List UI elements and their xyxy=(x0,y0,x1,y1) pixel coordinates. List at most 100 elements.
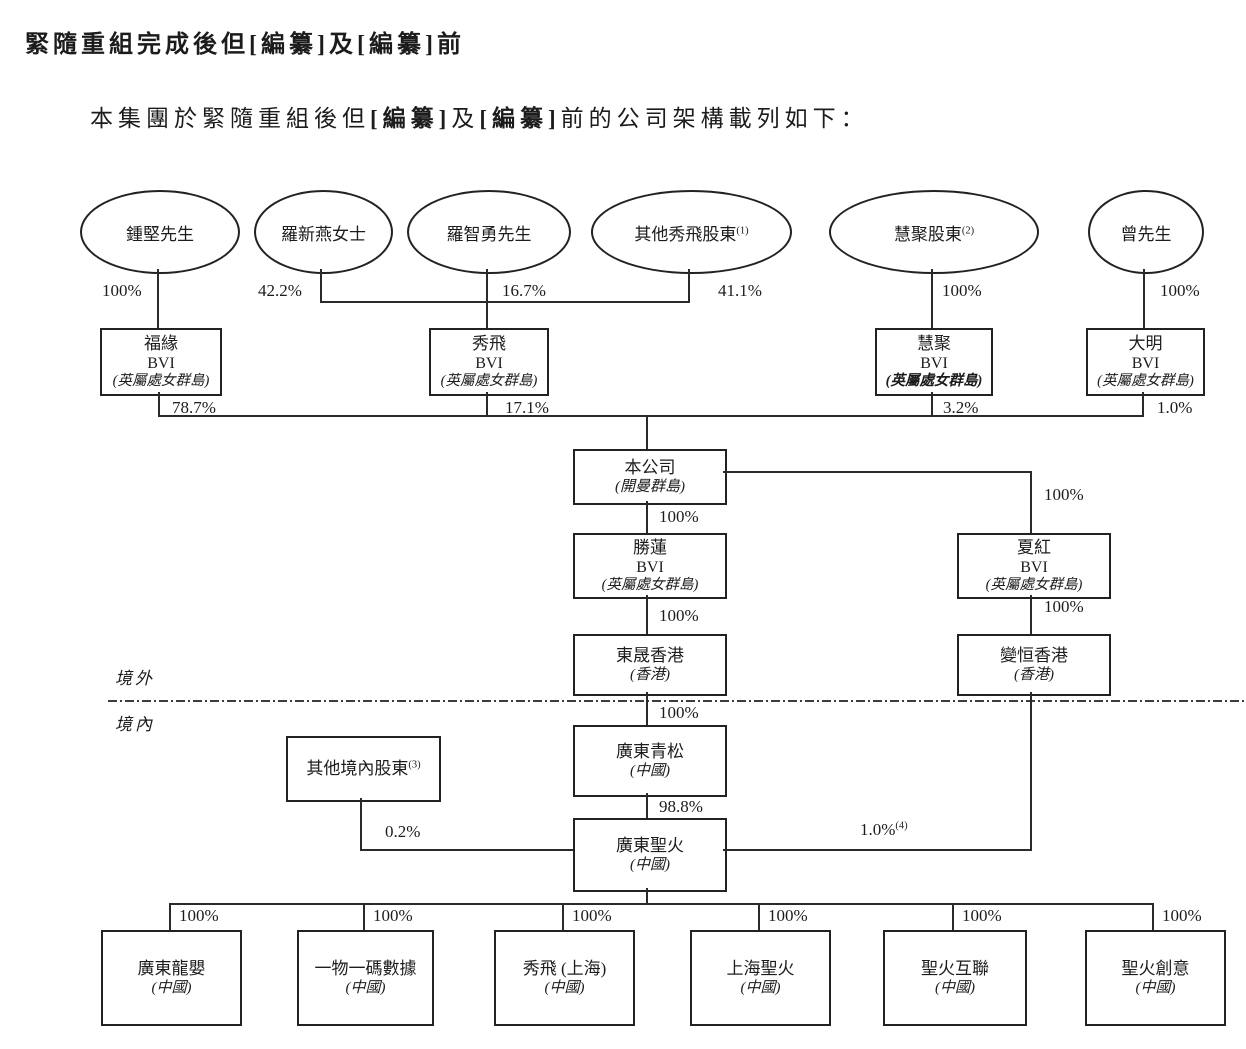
entity-location: (中國) xyxy=(740,980,781,997)
entity-box-xiufei-bvi: 秀飛 BVI (英屬處女群島) xyxy=(429,328,549,396)
connector-line xyxy=(1142,392,1144,417)
connector-line xyxy=(1030,471,1032,533)
connector-line xyxy=(158,392,160,417)
entity-location: (英屬處女群島) xyxy=(985,577,1083,594)
entity-name: 一物一碼數據 xyxy=(314,959,417,979)
connector-line xyxy=(1143,269,1145,328)
shareholder-name-text: 其他秀飛股東 xyxy=(634,224,737,244)
connector-line xyxy=(486,392,488,417)
entity-name: 大明 xyxy=(1128,333,1163,353)
entity-reg: BVI xyxy=(636,558,664,576)
connector-line xyxy=(758,903,760,930)
entity-location: (中國) xyxy=(1135,980,1176,997)
entity-reg: BVI xyxy=(1131,354,1160,372)
ownership-pct: 100% xyxy=(1162,906,1202,925)
connector-line xyxy=(1030,692,1032,851)
shareholder-ellipse-other-xiufei: 其他秀飛股東(1) xyxy=(591,190,792,274)
entity-name: 廣東青松 xyxy=(616,742,684,762)
subtitle-text: 前的公司架構載列如下： xyxy=(560,106,869,131)
entity-box-fuyuan: 福緣 BVI (英屬處女群島) xyxy=(100,328,222,396)
entity-box-daming-bvi: 大明 BVI (英屬處女群島) xyxy=(1086,328,1205,396)
ownership-pct: 41.1% xyxy=(718,281,762,300)
ownership-pct: 100% xyxy=(179,906,219,925)
entity-location: (香港) xyxy=(1014,667,1054,684)
shareholder-name: 羅智勇先生 xyxy=(446,224,532,244)
entity-box-qingsong: 廣東青松 (中國) xyxy=(573,725,727,797)
offshore-onshore-divider xyxy=(108,700,1246,702)
footnote-marker: (4) xyxy=(895,820,908,832)
entity-box-shenglian-bvi: 勝蓮 BVI (英屬處女群島) xyxy=(573,533,727,599)
entity-location: (英屬處女群島) xyxy=(440,373,538,390)
connector-line xyxy=(169,903,171,930)
ownership-pct: 42.2% xyxy=(258,281,302,300)
connector-line xyxy=(931,269,933,328)
entity-location: (中國) xyxy=(935,980,975,997)
entity-name: 上海聖火 xyxy=(726,959,795,979)
connector-line xyxy=(723,471,1032,473)
connector-line xyxy=(363,903,365,930)
subtitle-text: 及 xyxy=(451,106,480,131)
entity-name: 夏紅 xyxy=(1017,537,1051,557)
entity-location: (香港) xyxy=(630,667,670,684)
onshore-label: 境內 xyxy=(115,715,155,734)
connector-line xyxy=(952,903,954,930)
redaction-marker: [編纂] xyxy=(370,106,452,131)
ownership-pct: 0.2% xyxy=(385,822,421,841)
connector-line xyxy=(688,269,690,303)
shareholder-name: 慧聚股東(2) xyxy=(894,220,974,245)
entity-location: (中國) xyxy=(630,857,670,874)
entity-name: 聖火互聯 xyxy=(921,959,989,979)
ownership-pct: 100% xyxy=(1044,485,1084,504)
entity-box-dongsheng-hk: 東晟香港 (香港) xyxy=(573,634,727,696)
ownership-pct: 100% xyxy=(102,281,142,300)
connector-line xyxy=(320,301,690,303)
shareholder-ellipse-luoxinyan: 羅新燕女士 xyxy=(254,190,393,274)
connector-line xyxy=(646,501,648,533)
shareholder-name: 曾先生 xyxy=(1120,224,1172,244)
ownership-pct: 100% xyxy=(659,703,699,722)
entity-box-subsidiary-longying: 廣東龍嬰 (中國) xyxy=(101,930,242,1026)
entity-name: 東晟香港 xyxy=(616,646,684,666)
entity-name: 勝蓮 xyxy=(633,537,667,557)
entity-location: (中國) xyxy=(345,980,386,997)
page-subtitle: 本集團於緊隨重組後但[編纂]及[編纂]前的公司架構載列如下： xyxy=(90,99,869,133)
connector-line xyxy=(1152,903,1154,930)
connector-line xyxy=(157,269,159,328)
shareholder-ellipse-zhongjian: 鍾堅先生 xyxy=(80,190,240,274)
entity-box-huiju-bvi: 慧聚 BVI (英屬處女群島) xyxy=(875,328,993,396)
entity-box-other-domestic-shareholders: 其他境內股東(3) xyxy=(286,736,441,802)
connector-line xyxy=(1030,595,1032,634)
shareholder-name-text: 慧聚股東 xyxy=(893,224,962,244)
footnote-marker: (2) xyxy=(961,224,975,236)
entity-location: (英屬處女群島) xyxy=(885,373,983,390)
entity-reg: BVI xyxy=(1020,558,1048,576)
ownership-pct: 3.2% xyxy=(943,398,979,417)
entity-box-subsidiary-shanghai-shenghuo: 上海聖火 (中國) xyxy=(690,930,831,1026)
ownership-pct: 100% xyxy=(659,606,699,625)
entity-box-subsidiary-shenghuo-chuangyi: 聖火創意 (中國) xyxy=(1085,930,1226,1026)
entity-name: 其他境內股東(3) xyxy=(306,758,420,779)
entity-location: (中國) xyxy=(151,980,192,997)
connector-line xyxy=(320,269,322,303)
shareholder-ellipse-luozhiyong: 羅智勇先生 xyxy=(407,190,571,274)
shareholder-name: 其他秀飛股東(1) xyxy=(634,220,748,245)
shareholder-ellipse-huiju: 慧聚股東(2) xyxy=(829,190,1039,274)
entity-box-subsidiary-yiwuyima: 一物一碼數據 (中國) xyxy=(297,930,434,1026)
connector-line xyxy=(486,269,488,328)
ownership-pct: 1.0%(4) xyxy=(860,820,908,840)
entity-name: 廣東龍嬰 xyxy=(137,959,206,979)
entity-box-subsidiary-shenghuo-hulian: 聖火互聯 (中國) xyxy=(883,930,1027,1026)
entity-location: (英屬處女群島) xyxy=(601,577,699,594)
entity-name: 福緣 xyxy=(144,333,178,353)
redaction-marker: [編纂] xyxy=(479,106,561,131)
connector-line xyxy=(723,849,1031,851)
ownership-pct: 100% xyxy=(962,906,1002,925)
connector-line xyxy=(931,392,933,417)
entity-reg: BVI xyxy=(147,354,175,372)
ownership-pct: 100% xyxy=(373,906,413,925)
entity-name: 慧聚 xyxy=(917,333,951,353)
connector-line xyxy=(360,849,573,851)
entity-box-xiahong-bvi: 夏紅 BVI (英屬處女群島) xyxy=(957,533,1111,599)
connector-line xyxy=(646,888,648,905)
